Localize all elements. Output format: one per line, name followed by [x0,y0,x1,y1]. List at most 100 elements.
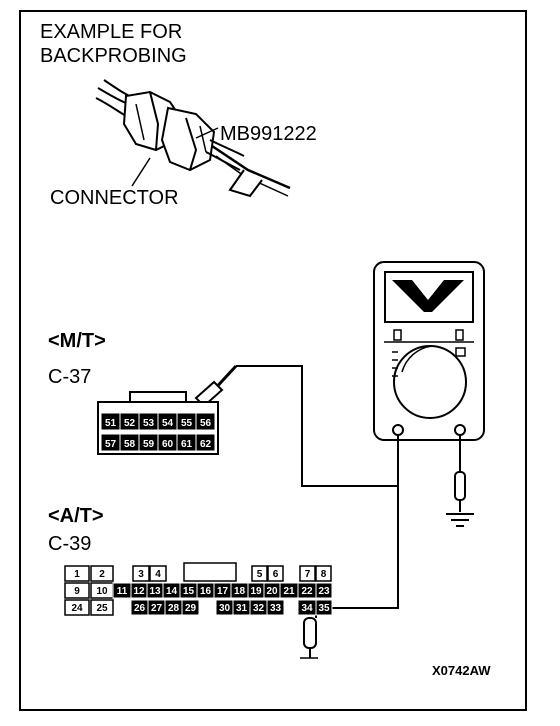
mt-heading: <M/T> [48,330,106,352]
connector-pin-number: 59 [143,439,155,450]
connector-pin-number: 17 [217,586,229,597]
at-heading: <A/T> [48,505,104,527]
connector-pin-57: 57 [100,433,121,452]
connector-pin-26: 26 [130,599,149,616]
meter-dial [393,345,467,419]
connector-pin-number: 13 [149,586,161,597]
connector-pin-number: 9 [74,586,80,597]
connector-pin-11: 11 [112,582,132,599]
connector-pin-13: 13 [146,582,164,599]
connector-pin-35: 35 [315,599,333,616]
connector-pin-number: 32 [253,603,265,614]
connector-pin-number: 14 [166,586,178,597]
ground-lead [454,435,466,512]
connector-pin-24: 24 [64,599,90,616]
connector-pin-number: 23 [318,586,330,597]
connector-pin-number: 57 [105,439,117,450]
connector-pin-60: 60 [157,433,178,452]
connector-pin-21: 21 [279,582,299,599]
connector-pin-30: 30 [215,599,234,616]
connector-pin-10: 10 [90,582,114,599]
connector-pin-8: 8 [315,565,332,582]
meter-display [384,271,474,323]
connector-pin-17: 17 [213,582,232,599]
connector-pin-number: 54 [162,418,174,429]
connector-pin-number: 26 [134,603,146,614]
connector-pin-56: 56 [195,412,216,431]
connector-pin-31: 31 [232,599,251,616]
connector-pin-12: 12 [130,582,148,599]
connector-pin-number: 52 [124,418,136,429]
at-connector-id: C-39 [48,533,92,555]
connector-pin-number: 10 [96,586,108,597]
connector-pin-number: 7 [305,569,311,580]
backprobe-title-line1: EXAMPLE FOR [40,21,183,43]
connector-pin-6: 6 [267,565,284,582]
connector-pin-number: 55 [181,418,193,429]
connector-pin-20: 20 [263,582,281,599]
ground-symbol-icon [446,513,474,527]
connector-pin-4: 4 [149,565,167,582]
connector-pin-23: 23 [315,582,333,599]
connector-pin-52: 52 [119,412,140,431]
tool-label: MB991222 [220,123,317,145]
connector-pin-number: 61 [181,439,193,450]
connector-pin-18: 18 [230,582,249,599]
probe-at [300,617,318,659]
connector-pin-19: 19 [247,582,265,599]
connector-pin-3: 3 [132,565,150,582]
figure-frame [19,10,527,711]
connector-pin-33: 33 [266,599,285,616]
volt-v-icon [392,280,464,312]
connector-pin-number: 29 [185,603,197,614]
connector-pin-number: 56 [200,418,212,429]
connector-pin-number: 27 [151,603,163,614]
backprobe-illustration [95,79,291,198]
connector-pin-number: 1 [74,569,80,580]
connector-pin-number: 20 [266,586,278,597]
connector-pin-29: 29 [181,599,200,616]
connector-pin-number: 6 [273,569,279,580]
meter-terminal-positive [392,424,404,436]
connector-key-block [183,562,237,582]
connector-pin-number: 33 [270,603,282,614]
connector-pin-5: 5 [251,565,268,582]
connector-pin-32: 32 [249,599,268,616]
connector-pin-number: 31 [236,603,248,614]
connector-pin-number: 15 [183,586,195,597]
connector-pin-number: 28 [168,603,180,614]
connector-pin-number: 21 [283,586,295,597]
connector-pin-62: 62 [195,433,216,452]
connector-pin-9: 9 [64,582,90,599]
connector-pin-25: 25 [90,599,114,616]
connector-pin-2: 2 [90,565,114,582]
connector-pin-34: 34 [297,599,317,616]
connector-pin-number: 62 [200,439,212,450]
connector-pin-54: 54 [157,412,178,431]
connector-pin-number: 51 [105,418,117,429]
connector-pin-53: 53 [138,412,159,431]
connector-pin-number: 22 [301,586,313,597]
connector-pin-number: 35 [318,603,330,614]
connector-pin-number: 12 [133,586,145,597]
connector-pin-58: 58 [119,433,140,452]
connector-pin-7: 7 [299,565,316,582]
connector-pin-number: 3 [138,569,144,580]
connector-pin-number: 4 [155,569,161,580]
multimeter [373,261,485,441]
connector-pin-27: 27 [147,599,166,616]
connector-pin-28: 28 [164,599,183,616]
meter-terminal-negative [454,424,466,436]
connector-pin-14: 14 [162,582,181,599]
connector-pin-22: 22 [297,582,317,599]
connector-label: CONNECTOR [50,187,179,209]
mt-connector-id: C-37 [48,366,92,388]
figure-code: X0742AW [432,663,491,678]
connector-pin-1: 1 [64,565,90,582]
connector-pin-55: 55 [176,412,197,431]
connector-pin-number: 2 [99,569,105,580]
connector-pin-number: 19 [250,586,262,597]
connector-pin-number: 16 [200,586,212,597]
